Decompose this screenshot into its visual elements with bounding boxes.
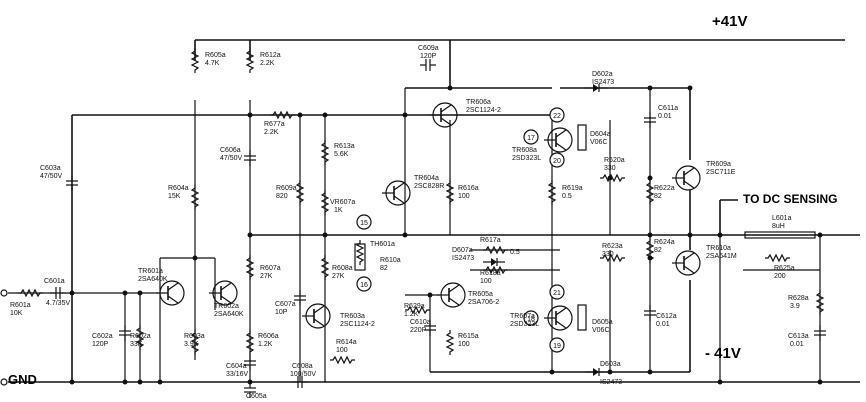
- transistor-tr602: [208, 280, 238, 306]
- pin-18: 18: [527, 316, 535, 323]
- diode-d607: [482, 257, 506, 267]
- zener-d605: [577, 304, 587, 331]
- inductor-l601: [744, 231, 816, 239]
- capacitor-c609: [419, 58, 437, 72]
- zener-d604: [577, 124, 587, 151]
- resistor-r625: [764, 254, 791, 262]
- negative-rail-label: - 41V: [705, 345, 741, 362]
- junctions: [69, 85, 823, 385]
- transistor-tr607: [543, 305, 573, 331]
- transistor-tr603: [301, 303, 331, 329]
- input-terminal: [0, 289, 8, 297]
- transistor-tr608: [543, 127, 573, 153]
- transistor-tr605: [436, 282, 466, 308]
- ground-terminal: [0, 378, 8, 386]
- pin-20: 20: [553, 158, 561, 165]
- resistor-r614: [329, 356, 356, 364]
- pin-16: 16: [360, 282, 368, 289]
- pin-19: 19: [553, 343, 561, 350]
- dc-sensing-label: TO DC SENSING: [743, 192, 837, 206]
- pin-21: 21: [553, 290, 561, 297]
- thermistor-th601: [354, 243, 366, 271]
- positive-rail-label: +41V: [712, 13, 747, 30]
- rail-wires: [8, 39, 860, 383]
- label-c605: C605a: [246, 393, 267, 400]
- transistor-tr609: [671, 165, 701, 191]
- transistor-tr610: [671, 250, 701, 276]
- transistor-tr604: [381, 180, 411, 206]
- pins: 15 16 17 18 19 20 21 22: [356, 107, 565, 353]
- label-th601: TH601a: [370, 241, 395, 248]
- resistor-r615: [446, 329, 454, 356]
- pin-17: 17: [527, 135, 535, 142]
- ground-label: GND: [8, 372, 37, 387]
- pin-15: 15: [360, 220, 368, 227]
- label-r617: R617a0.5: [480, 237, 520, 256]
- components: [0, 47, 827, 399]
- pin-22: 22: [553, 113, 561, 120]
- diode-d603: [584, 367, 608, 377]
